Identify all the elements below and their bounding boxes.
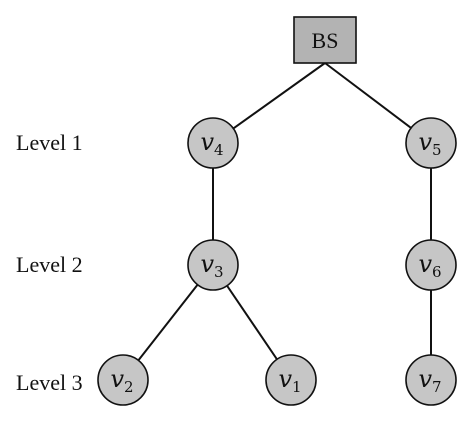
node-circle-v3 [187,239,239,291]
node-v6: v6 [405,239,457,291]
node-v7: v7 [405,354,457,406]
base-station-node: BS [293,16,357,64]
node-v5: v5 [405,117,457,169]
node-label-v3: v3 [200,250,223,281]
node-label-v2: v2 [110,365,133,396]
node-label-v4: v4 [200,128,223,159]
node-circle-v6 [405,239,457,291]
node-circle-v2 [97,354,149,406]
node-label-v7: v7 [418,365,441,396]
base-station-box [293,16,357,64]
node-v3: v3 [187,239,239,291]
node-v1: v1 [265,354,317,406]
level-labels: Level 1 Level 2 Level 3 [16,130,83,395]
node-circle-v1 [265,354,317,406]
edges-layer [122,62,432,381]
node-label-v5: v5 [418,128,441,159]
nodes-layer: BS v4 v5 v3 v6 v2 v1 v7 [97,16,457,406]
level-label-1: Level 1 [16,130,83,155]
node-v4: v4 [187,117,239,169]
node-circle-v5 [405,117,457,169]
base-station-label: BS [312,28,339,53]
node-v2: v2 [97,354,149,406]
level-label-3: Level 3 [16,370,83,395]
node-circle-v4 [187,117,239,169]
level-label-2: Level 2 [16,252,83,277]
node-label-v1: v1 [278,365,301,396]
node-label-v6: v6 [418,250,441,281]
node-circle-v7 [405,354,457,406]
